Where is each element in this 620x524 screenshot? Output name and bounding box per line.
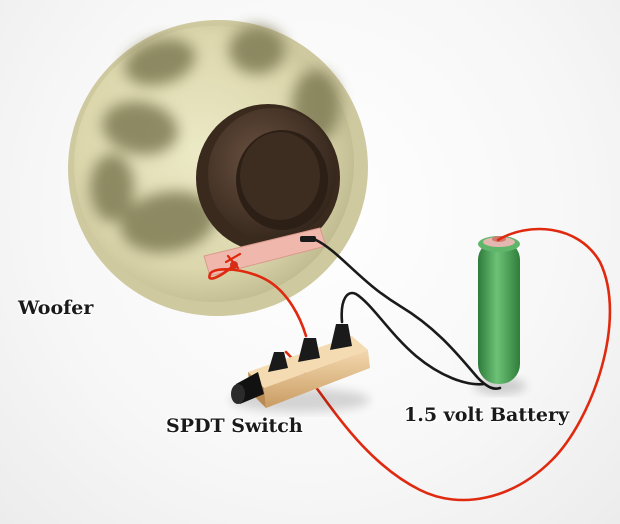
switch-terminal-2 xyxy=(298,338,320,362)
switch-terminal-3 xyxy=(330,324,352,350)
battery-label: 1.5 volt Battery xyxy=(404,404,570,426)
woofer-speaker xyxy=(68,19,368,317)
battery xyxy=(474,236,526,394)
cone-pattern xyxy=(90,26,340,253)
spdt-switch-label: SPDT Switch xyxy=(166,415,303,437)
woofer-label: Woofer xyxy=(18,297,94,319)
spdt-switch xyxy=(230,324,370,412)
negative-terminal xyxy=(300,236,316,242)
switch-knob xyxy=(231,384,245,404)
switch-terminal-1 xyxy=(268,352,288,372)
